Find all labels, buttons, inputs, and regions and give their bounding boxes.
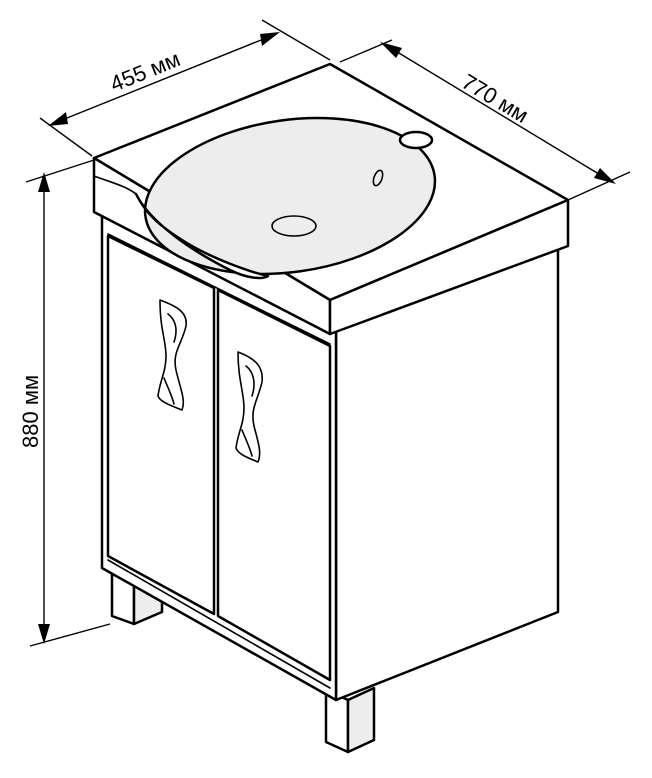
depth-extension-line-bottom: [567, 171, 631, 201]
leg-front-right-side: [346, 686, 376, 754]
sink-bowl-rim: [143, 116, 437, 276]
countertop-front-curve: [93, 175, 137, 195]
cabinet-front-inner-top: [107, 233, 331, 345]
left-door-handle[interactable]: [157, 299, 187, 411]
sink-front-lip: [134, 192, 270, 280]
right-door-handle-inner: [241, 365, 255, 457]
left-door-handle-inner: [163, 313, 177, 405]
height-label: 880 мм: [18, 375, 43, 448]
width-arrow-right: [260, 32, 280, 46]
sink-basin: [134, 116, 437, 280]
height-arrow-bottom: [38, 624, 50, 644]
faucet-hole: [398, 130, 434, 150]
width-label: 455 мм: [107, 46, 184, 97]
depth-arrow-top: [380, 42, 402, 58]
right-door-handle[interactable]: [235, 351, 263, 463]
right-door[interactable]: [216, 288, 332, 682]
depth-dimension-line: [383, 43, 613, 183]
left-door[interactable]: [106, 234, 216, 616]
cabinet-doors: [106, 234, 332, 682]
depth-arrow-bottom: [594, 168, 616, 184]
height-dimension: 880 мм: [18, 159, 111, 647]
width-extension-line-right: [261, 19, 331, 61]
cabinet-front-inner-bottom: [107, 559, 331, 689]
depth-label: 770 мм: [457, 69, 533, 128]
height-extension-line-top: [25, 159, 95, 183]
cabinet-legs: [110, 564, 376, 754]
sink-overflow: [372, 169, 384, 187]
width-arrow-left: [48, 112, 68, 126]
width-dimension-line: [51, 33, 277, 125]
sink-drain: [271, 215, 317, 237]
height-extension-line-bottom: [29, 623, 111, 647]
height-arrow-top: [38, 172, 50, 192]
width-extension-line-left: [39, 117, 93, 157]
